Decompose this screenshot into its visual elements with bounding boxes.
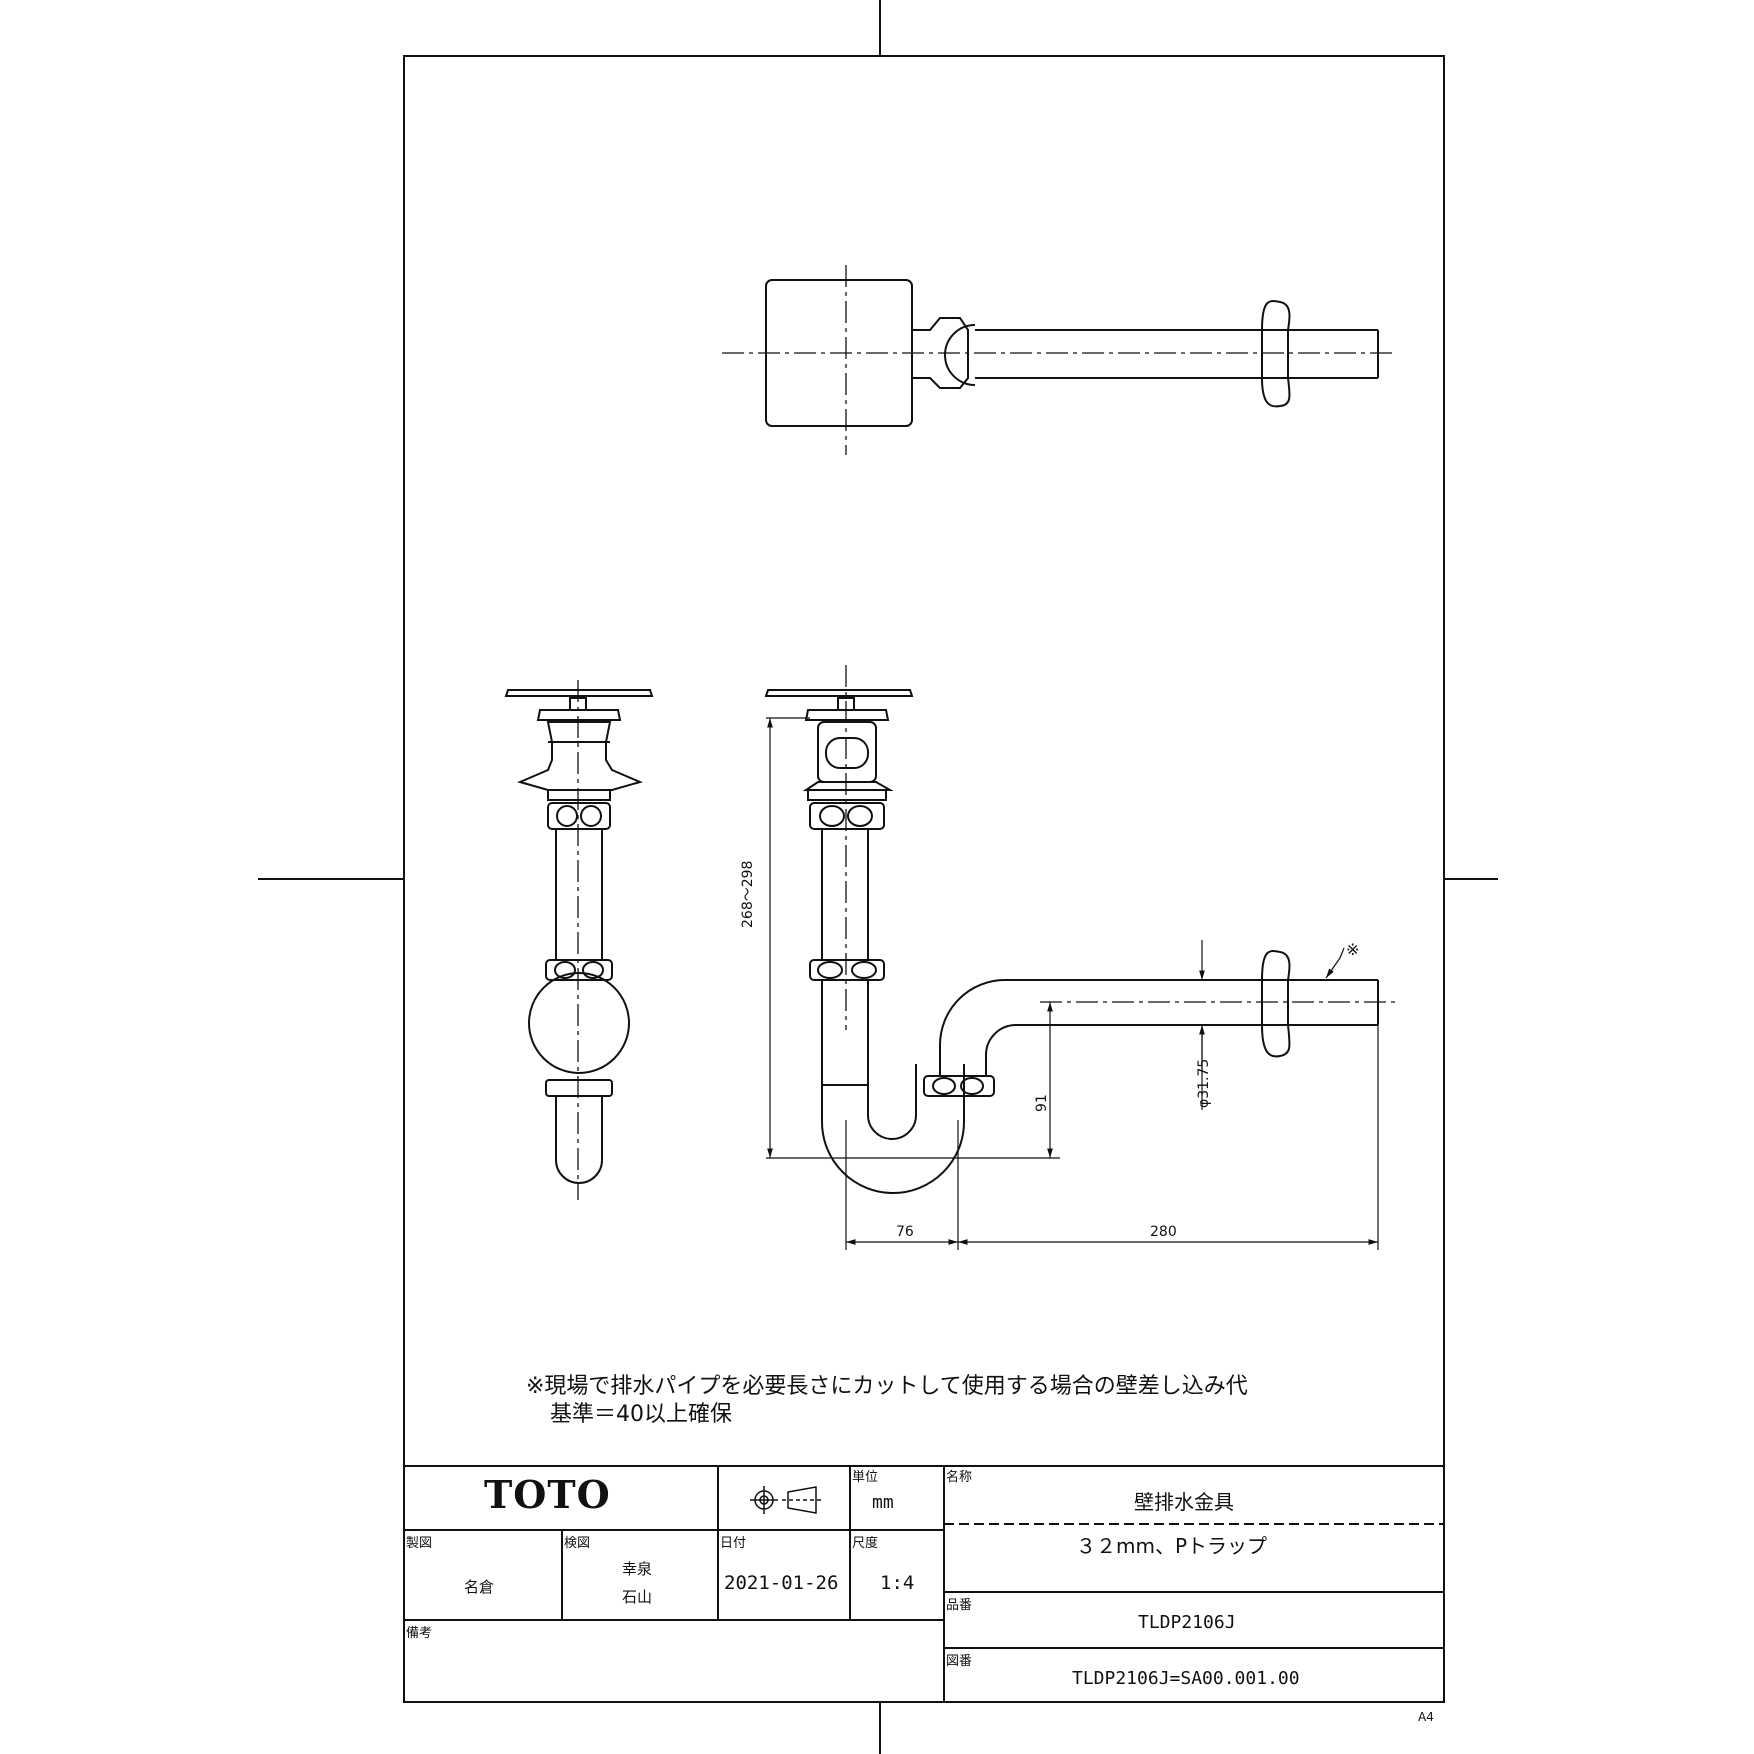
sheet-frame (258, 0, 1498, 1754)
side-view (504, 680, 654, 1200)
sheet-size: A4 (1418, 1710, 1434, 1724)
checker-name-1: 幸泉 (622, 1560, 653, 1578)
drawing-label: 図番 (946, 1654, 973, 1669)
dim-offset: 76 (896, 1224, 914, 1240)
date-label: 日付 (720, 1536, 747, 1551)
projection-symbol-icon (750, 1486, 822, 1514)
drawing-number: TLDP2106J=SA00.001.00 (1072, 1668, 1300, 1689)
product-name: 壁排水金具 (1134, 1490, 1234, 1514)
dim-pipe-diameter: φ31.75 (1196, 1058, 1212, 1108)
unit-value: mm (872, 1492, 894, 1513)
front-view (764, 665, 1395, 1194)
drafter-label: 製図 (406, 1536, 433, 1551)
part-number: TLDP2106J (1138, 1612, 1236, 1633)
dim-length: 280 (1150, 1224, 1177, 1240)
dim-mark: ※ (1346, 940, 1360, 959)
part-label: 品番 (946, 1598, 973, 1613)
note-line-1: ※現場で排水パイプを必要長さにカットして使用する場合の壁差し込み代 (526, 1374, 1248, 1399)
dim-height-range: 268～298 (740, 860, 756, 928)
scale-label: 尺度 (852, 1536, 879, 1551)
name-label: 名称 (946, 1470, 973, 1485)
top-view (722, 265, 1395, 455)
dim-drop: 91 (1034, 1094, 1050, 1112)
title-block-grid (404, 1465, 1444, 1702)
dimension-lines (766, 717, 1379, 1250)
scale-value: 1:4 (880, 1572, 915, 1594)
remarks-label: 備考 (406, 1626, 433, 1641)
date-value: 2021-01-26 (724, 1572, 839, 1594)
checker-label: 検図 (564, 1536, 591, 1551)
note-line-2: 基準＝40以上確保 (550, 1402, 732, 1427)
drafter-name: 名倉 (464, 1578, 495, 1596)
checker-name-2: 石山 (622, 1588, 653, 1606)
product-subtitle: ３２mm、Pトラップ (1076, 1534, 1268, 1558)
toto-logo: TOTO (484, 1472, 611, 1517)
unit-label: 単位 (852, 1470, 879, 1485)
